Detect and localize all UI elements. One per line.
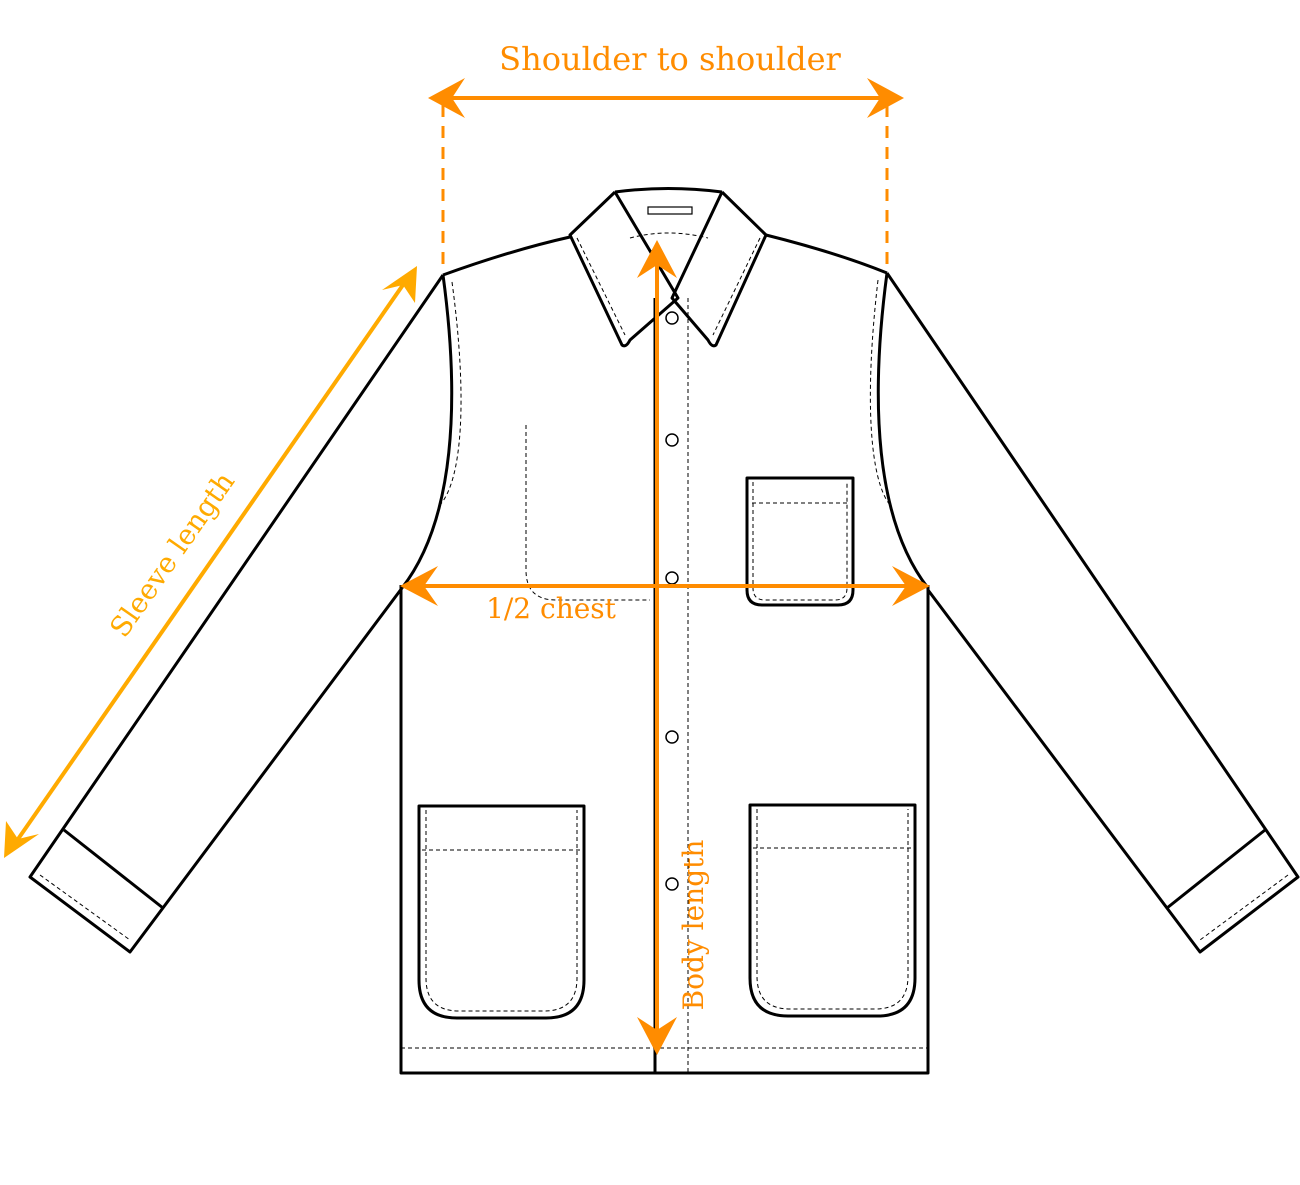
arrowhead-left-icon xyxy=(400,566,438,606)
button xyxy=(665,311,679,325)
measurements: Shoulder to shoulder 1/2 chest Body leng… xyxy=(4,40,930,1055)
left-cuff-seam xyxy=(63,828,164,910)
left-cuff-stitch xyxy=(39,874,131,941)
right-armhole-stitch xyxy=(869,279,891,506)
right-cuff-stitch xyxy=(1199,874,1289,941)
left-armhole-stitch xyxy=(439,281,462,506)
body-length-label: Body length xyxy=(677,840,710,1011)
chest-pocket-stitch xyxy=(752,482,848,601)
arrowhead-up-icon xyxy=(637,240,677,278)
left-armhole xyxy=(400,274,454,589)
collar-right xyxy=(670,190,768,348)
buttons xyxy=(665,311,679,891)
right-pocket-stitch xyxy=(753,809,912,1010)
right-sleeve xyxy=(885,272,1300,954)
jacket-outline xyxy=(28,187,1300,1075)
shoulder-left xyxy=(442,235,571,277)
left-sleeve xyxy=(28,274,445,954)
right-cuff-seam xyxy=(1166,828,1266,910)
arrowhead-down-icon xyxy=(4,821,39,858)
right-armhole xyxy=(876,272,930,589)
collar-back xyxy=(614,187,723,194)
chest-pocket xyxy=(745,476,855,607)
button xyxy=(665,571,679,585)
collar-left xyxy=(568,190,680,348)
arrowhead-up-icon xyxy=(382,266,417,303)
button xyxy=(665,433,679,447)
left-lower-pocket xyxy=(417,804,586,1020)
button xyxy=(665,730,679,744)
button xyxy=(665,877,679,891)
sleeve-arrow xyxy=(14,280,407,844)
arrowhead-right-icon xyxy=(892,566,930,606)
inner-pocket-stitch xyxy=(525,425,650,601)
arrowhead-down-icon xyxy=(637,1017,677,1055)
shoulder-right xyxy=(765,233,888,275)
hanger-loop xyxy=(647,206,693,215)
arrowhead-left-icon xyxy=(428,78,465,118)
collar-stitch xyxy=(576,232,761,336)
arrowhead-right-icon xyxy=(867,78,904,118)
shoulder-label: Shoulder to shoulder xyxy=(499,40,841,78)
right-lower-pocket xyxy=(748,803,917,1018)
chest-label: 1/2 chest xyxy=(486,592,617,625)
left-pocket-stitch xyxy=(422,810,581,1012)
body xyxy=(399,585,930,1075)
